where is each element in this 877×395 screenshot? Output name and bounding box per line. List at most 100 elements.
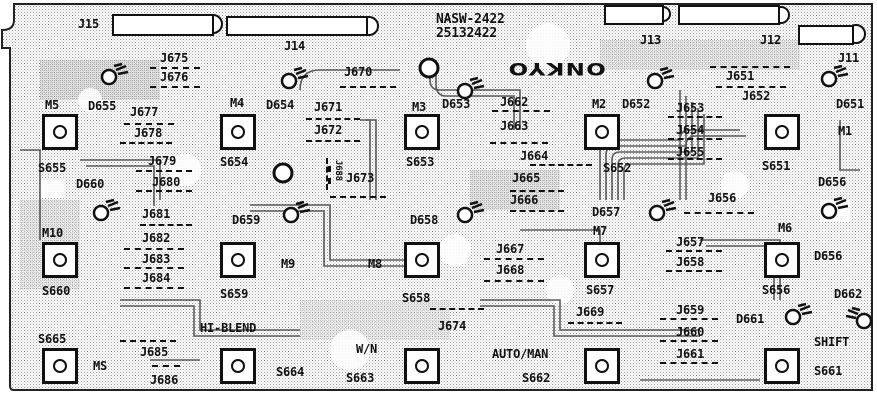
switch-label-s664: S664 xyxy=(276,365,305,379)
jumper-j666 xyxy=(510,210,564,212)
jumper-j675 xyxy=(150,67,200,69)
led-d652 xyxy=(646,66,675,90)
led-label-d658: D658 xyxy=(410,213,439,227)
led-d658 xyxy=(456,200,485,224)
jumper-j651 xyxy=(710,66,790,68)
jumper-j676 xyxy=(150,86,200,88)
switch-label-s661: S661 xyxy=(814,364,843,378)
function-label-m2: M2 xyxy=(592,97,607,111)
switch-s664 xyxy=(220,348,256,384)
switch-label-s652: S652 xyxy=(603,161,632,175)
function-label-m10: M10 xyxy=(42,226,64,240)
jumper-j674 xyxy=(430,308,484,310)
jumper-label-j665: J665 xyxy=(512,171,541,185)
connector-j15 xyxy=(112,14,214,36)
jumper-j663 xyxy=(490,142,548,144)
switch-label-s653: S653 xyxy=(406,155,435,169)
jumper-label-j683: J683 xyxy=(142,252,171,266)
board-part-number: NASW-2422 xyxy=(436,12,505,27)
jumper-label-j655: J655 xyxy=(676,145,705,159)
jumper-label-j664: J664 xyxy=(520,149,549,163)
jumper-j669 xyxy=(568,322,622,324)
jumper-j662 xyxy=(492,110,550,112)
jumper-j681 xyxy=(140,224,192,226)
jumper-label-j657: J657 xyxy=(676,235,705,249)
function-label-m9: M9 xyxy=(281,257,296,271)
jumper-label-j651: J651 xyxy=(726,69,755,83)
jumper-label-j673: J673 xyxy=(346,171,375,185)
connector-label-j14: J14 xyxy=(284,39,306,53)
function-label-m8: M8 xyxy=(368,257,383,271)
jumper-label-j670: J670 xyxy=(344,65,373,79)
switch-s663 xyxy=(404,348,440,384)
led-d651 xyxy=(820,64,849,88)
led-d662 xyxy=(846,306,873,330)
led-d657 xyxy=(648,198,677,222)
jumper-label-j660: J660 xyxy=(676,325,705,339)
switch-s655 xyxy=(42,114,78,150)
switch-label-s655: S655 xyxy=(38,161,67,175)
jumper-j672 xyxy=(306,140,360,142)
jumper-j652 xyxy=(716,86,786,88)
jumper-label-j654: J654 xyxy=(676,123,705,137)
jumper-j668 xyxy=(484,280,544,282)
jumper-label-j675: J675 xyxy=(160,51,189,65)
jumper-j664 xyxy=(530,164,592,166)
jumper-label-j688: J688 xyxy=(333,160,343,181)
jumper-label-j677: J677 xyxy=(130,105,159,119)
function-label-shift: SHIFT xyxy=(814,335,850,349)
function-label-ms: MS xyxy=(93,359,108,373)
switch-label-s651: S651 xyxy=(762,159,791,173)
jumper-j661 xyxy=(660,362,718,364)
connector-label-j12: J12 xyxy=(760,33,782,47)
jumper-j658 xyxy=(666,270,722,272)
led-label-d662: D662 xyxy=(834,287,863,301)
led-label-d659: D659 xyxy=(232,213,261,227)
switch-s651 xyxy=(764,114,800,150)
function-label-m6: M6 xyxy=(778,221,793,235)
jumper-label-j652: J652 xyxy=(742,89,771,103)
function-label-auto-man: AUTO/MAN xyxy=(492,347,549,361)
jumper-label-j676: J676 xyxy=(160,70,189,84)
jumper-label-j684: J684 xyxy=(142,271,171,285)
jumper-label-j668: J668 xyxy=(496,263,525,277)
board-serial: 25132422 xyxy=(436,26,498,41)
jumper-j657 xyxy=(666,250,722,252)
switch-s656 xyxy=(764,242,800,278)
connector-j13 xyxy=(604,5,664,25)
jumper-label-j672: J672 xyxy=(314,123,343,137)
switch-label-s657: S657 xyxy=(586,283,615,297)
switch-label-s665: S665 xyxy=(38,332,67,346)
switch-label-s656: S656 xyxy=(762,283,791,297)
jumper-label-j666: J666 xyxy=(510,193,539,207)
jumper-j682 xyxy=(124,248,184,250)
led-d654 xyxy=(280,66,309,90)
led-label-d656b: D656 xyxy=(814,249,843,263)
jumper-j665 xyxy=(510,190,564,192)
switch-s653 xyxy=(404,114,440,150)
led-label-d661: D661 xyxy=(736,312,765,326)
connector-label-j13: J13 xyxy=(640,33,662,47)
jumper-j684 xyxy=(124,287,184,289)
connector-label-j11: J11 xyxy=(838,51,860,65)
function-label-m5: M5 xyxy=(45,98,60,112)
function-label-wn: W/N xyxy=(356,342,378,356)
led-label-d651: D651 xyxy=(836,97,865,111)
jumper-j671 xyxy=(306,118,360,120)
jumper-label-j682: J682 xyxy=(142,231,171,245)
jumper-label-j680: J680 xyxy=(152,175,181,189)
switch-s662 xyxy=(584,348,620,384)
jumper-j673 xyxy=(330,196,386,198)
connector-j14 xyxy=(226,16,368,36)
switch-s665 xyxy=(42,348,78,384)
jumper-label-j653: J653 xyxy=(676,101,705,115)
function-label-m4: M4 xyxy=(230,96,245,110)
jumper-j653 xyxy=(668,116,722,118)
jumper-label-j658: J658 xyxy=(676,255,705,269)
led-d660 xyxy=(92,198,121,222)
jumper-label-j667: J667 xyxy=(496,242,525,256)
jumper-label-j671: J671 xyxy=(314,100,343,114)
jumper-label-j685: J685 xyxy=(140,345,169,359)
